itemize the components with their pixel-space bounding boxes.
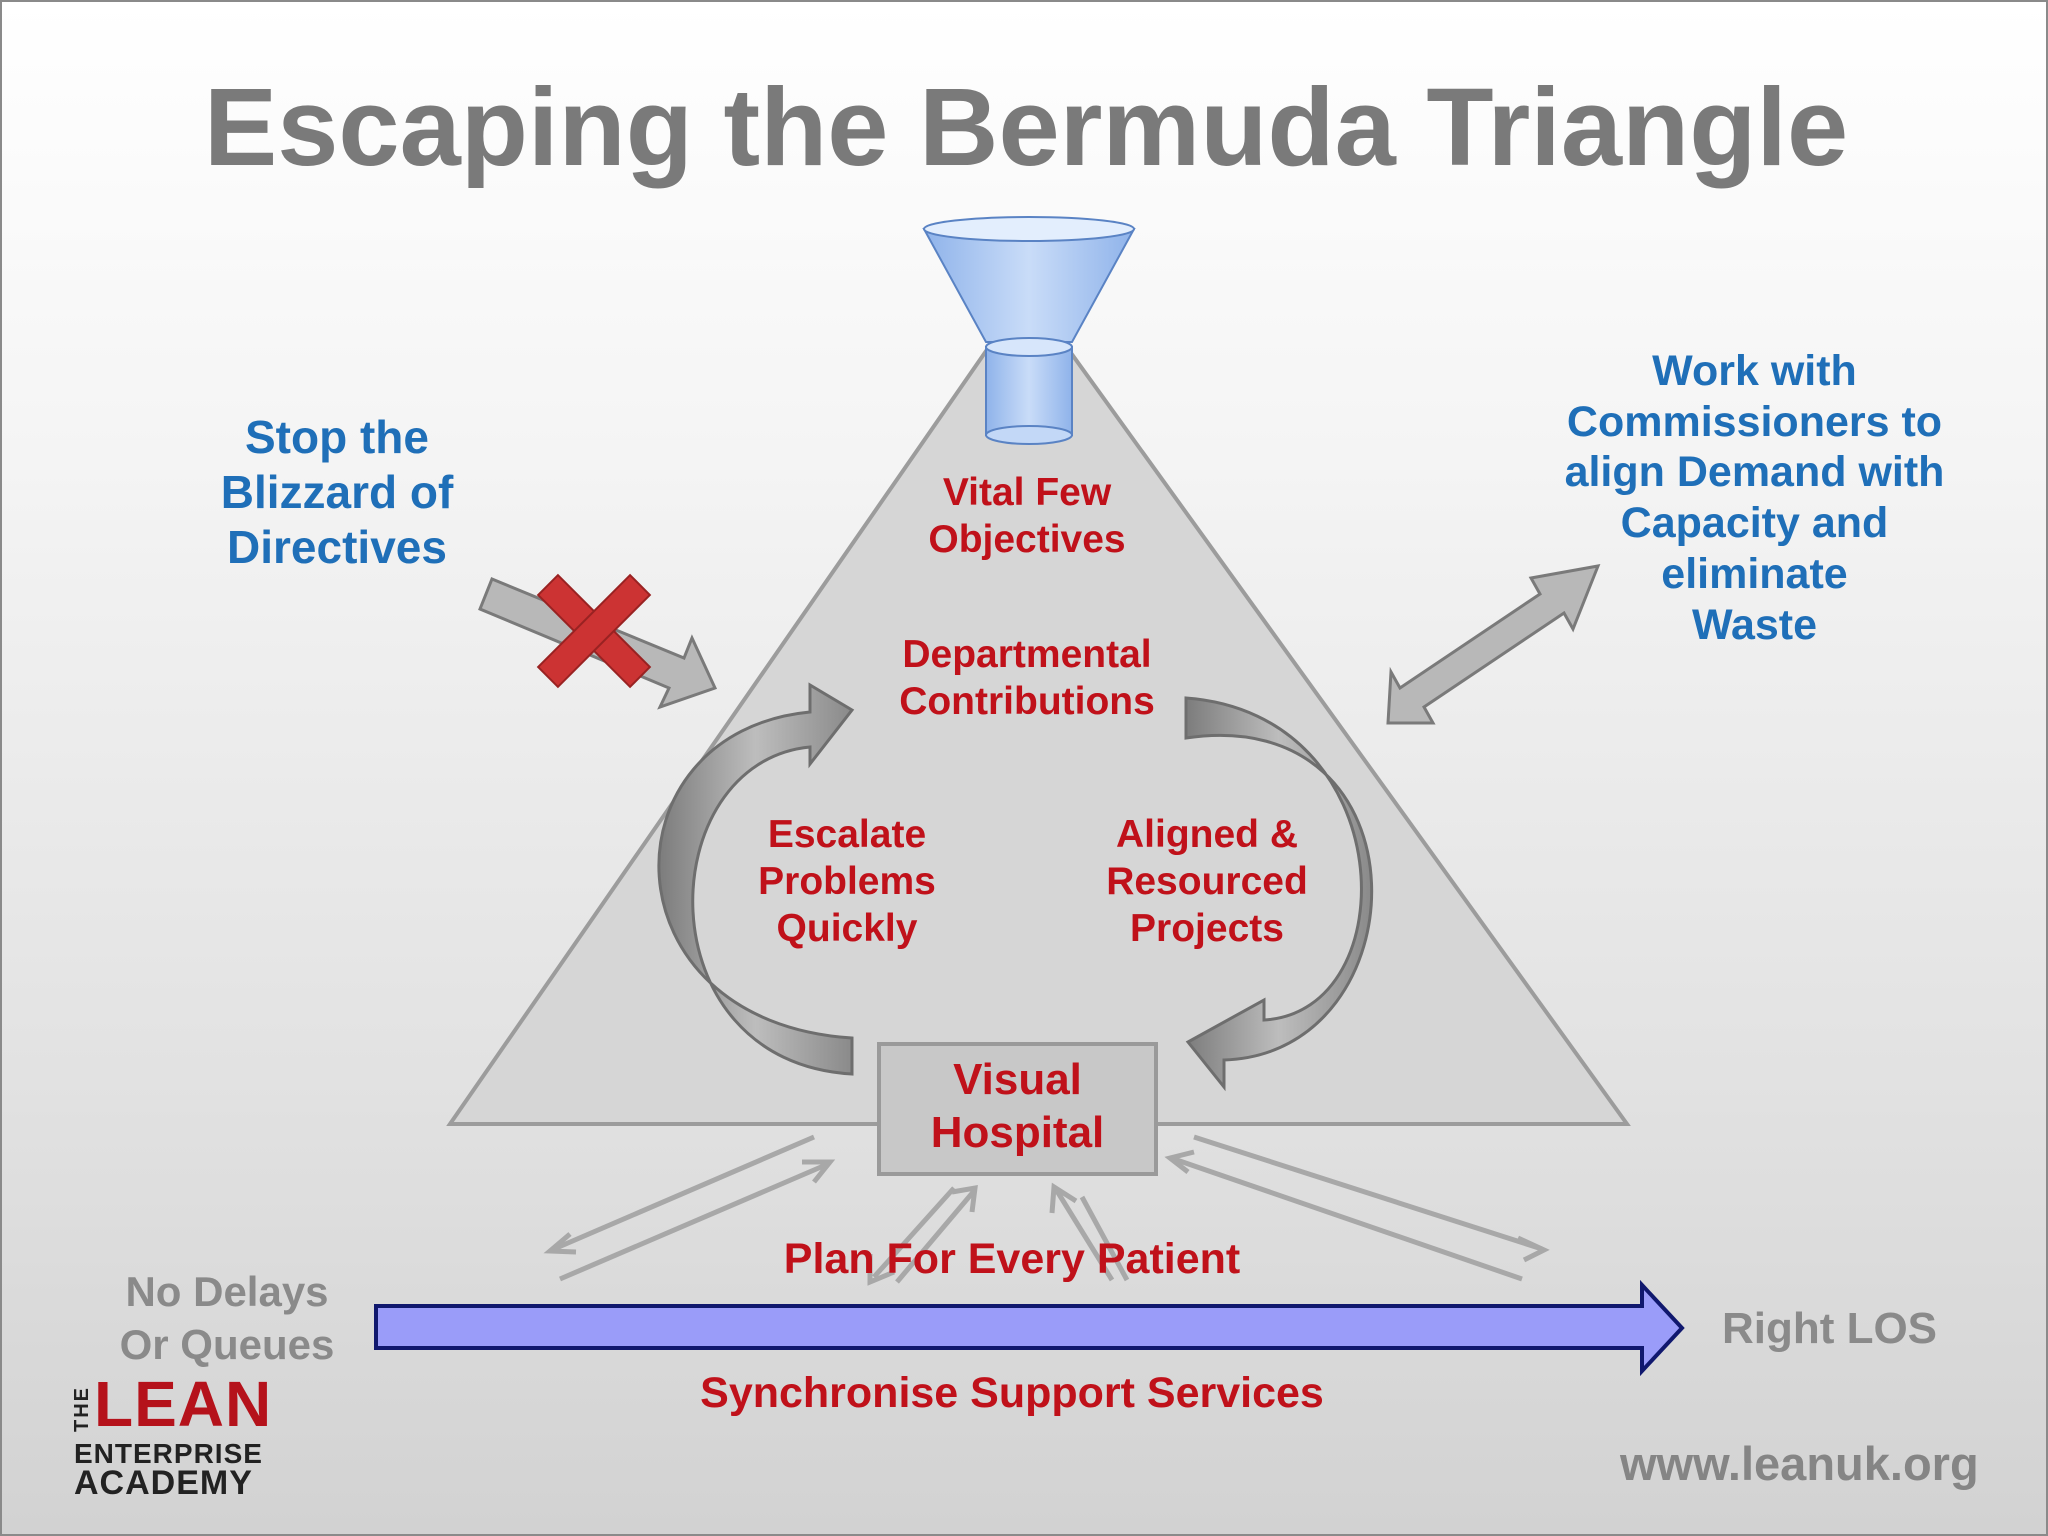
vital-few-label: Vital Few Objectives [928, 471, 1126, 561]
visual-hospital-box [877, 1042, 1158, 1176]
escalate-label: Escalate Problems Quickly [758, 813, 936, 950]
flow-thin-arrows [543, 1134, 1550, 1286]
no-delays-label: No Delays Or Queues [119, 1268, 335, 1369]
plan-label: Plan For Every Patient [783, 1235, 1241, 1283]
website-url[interactable]: www.leanuk.org [1620, 1437, 1979, 1490]
timeline-arrow [374, 1279, 1685, 1377]
commissioners-double-arrow-shape [1386, 564, 1601, 725]
visual-hospital-label: Visual Hospital [930, 1055, 1105, 1157]
cross-icon [536, 573, 652, 689]
lean-enterprise-academy-logo: THE LEAN ENTERPRISE ACADEMY [71, 1372, 312, 1502]
page-title: Escaping the Bermuda Triangle [203, 66, 1849, 189]
departmental-label: Departmental Contributions [899, 633, 1155, 723]
aligned-label: Aligned & Resourced Projects [1106, 813, 1308, 950]
logo-lean: LEAN [94, 1368, 273, 1440]
aligned-curved-arrow [1184, 696, 1374, 1092]
logo-the: THE [71, 1386, 93, 1432]
left-callout: Stop the Blizzard of Directives [220, 411, 454, 574]
logo-academy: ACADEMY [74, 1464, 253, 1502]
logo-enterprise: ENTERPRISE [74, 1438, 263, 1469]
synchronise-label: Synchronise Support Services [700, 1369, 1324, 1417]
right-callout: Work with Commissioners to align Demand … [1564, 347, 1945, 649]
escalate-curved-arrow [657, 682, 855, 1076]
right-los-label: Right LOS [1721, 1304, 1938, 1353]
funnel-icon [922, 216, 1136, 445]
